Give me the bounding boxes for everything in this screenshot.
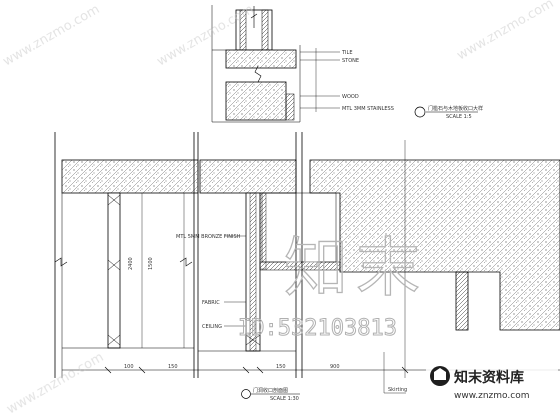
watermark-id: ID:532103813: [238, 316, 397, 341]
dim-left-2: 1500: [148, 257, 154, 270]
watermark-url-top-right: www.znzmo.com: [455, 0, 557, 63]
watermark-url-bottom-left: www.znzmo.com: [5, 350, 107, 417]
top-slab-lower: [225, 81, 287, 121]
top-title-marker: [414, 106, 426, 118]
left-jamb-blocks: [107, 194, 121, 346]
top-detail: TILE STONE WOOD MTL 3MM STAINLESS 门槛石与木地…: [211, 5, 483, 123]
top-detail-scale: SCALE 1:5: [446, 114, 472, 120]
bottom-section-scale: SCALE 1:30: [270, 396, 299, 402]
top-callout-4: MTL 3MM STAINLESS: [342, 106, 394, 112]
dim-bottom-2: 150: [168, 364, 178, 370]
middle-jamb-trim: [259, 192, 267, 270]
top-callout-leaders: [300, 48, 340, 112]
top-upper-stile-right: [261, 9, 269, 51]
bottom-title-marker: [241, 389, 251, 399]
break-marks: [54, 257, 193, 267]
bottom-section: 100 150 150 900 2400 1500 MTL 5MM BRONZE…: [54, 132, 560, 402]
logo-mark-icon: [430, 366, 450, 386]
top-slab-lower-trim: [285, 93, 295, 121]
dim-bottom-4: 900: [330, 364, 340, 370]
watermark-big-chars: 知末: [284, 232, 428, 306]
middle-jamb-base-block: [245, 334, 261, 346]
door-head-panel: [261, 192, 337, 263]
logo-url: www.znzmo.com: [454, 391, 529, 401]
left-door-jamb: [107, 192, 121, 349]
bottom-section-title: 门洞收口剖面图: [253, 387, 288, 394]
top-break-line: [250, 6, 258, 28]
top-break-symbol: [254, 65, 262, 83]
section-leader-note: Skirting: [388, 387, 407, 393]
dim-bottom-1: 100: [124, 364, 134, 370]
logo-brand-name: 知末资料库: [454, 369, 524, 386]
top-callout-1: TILE: [341, 50, 352, 56]
column-lines: [61, 132, 406, 378]
section-callout-leaders: [224, 235, 406, 394]
dimension-ticks: [104, 366, 409, 374]
section-callout-3: CEILING: [202, 324, 222, 330]
section-callout-2: FABRIC: [202, 300, 220, 306]
ceiling-slab-b: [199, 159, 297, 194]
znzmo-logo: 知末资料库 www.znzmo.com: [426, 356, 558, 412]
dim-bottom-3: 150: [276, 364, 286, 370]
right-door-jamb: [455, 271, 469, 331]
top-callout-2: STONE: [342, 58, 359, 64]
dim-left-1: 2400: [128, 257, 134, 270]
top-detail-title: 门槛石与木地板收口大样: [428, 105, 483, 112]
watermark-url-top-left: www.znzmo.com: [1, 2, 103, 69]
section-callout-1: MTL 5MM BRONZE FINISH: [176, 234, 241, 240]
ceiling-slab-a: [61, 159, 199, 194]
top-slab-upper: [225, 49, 297, 69]
top-callout-3: WOOD: [342, 94, 359, 100]
